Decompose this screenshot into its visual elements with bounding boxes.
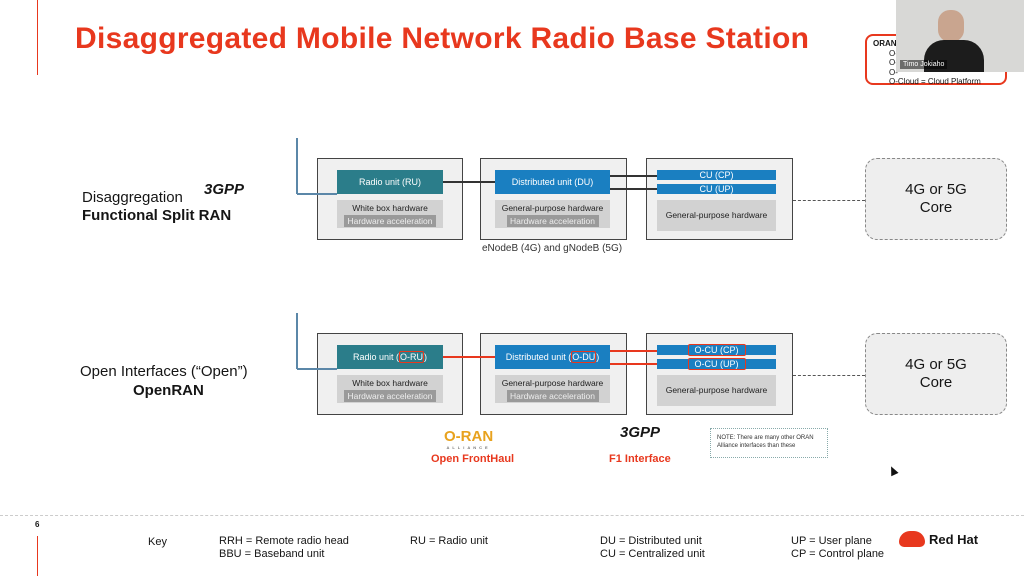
oran-item: O- — [889, 67, 898, 77]
o-cu-control-plane: O-CU (CP) — [657, 344, 776, 356]
unit-label: ) — [424, 352, 428, 362]
unit-label: ) — [596, 352, 600, 362]
du-cu-link — [610, 175, 657, 177]
row1-sublabel: Functional Split RAN — [82, 207, 232, 224]
core-label: 4G or 5G Core — [905, 356, 967, 391]
open-fronthaul-label: Open FrontHaul — [431, 453, 515, 465]
core-link — [793, 375, 865, 376]
hw-label: General-purpose hardware — [501, 203, 604, 213]
key-label: Key — [148, 536, 167, 548]
3gpp-logo: 3GPP — [204, 181, 245, 198]
unit-label: Radio unit ( — [352, 352, 400, 362]
key-item: UP = User plane — [791, 535, 872, 547]
antenna-icon — [296, 138, 298, 194]
o-cu-cp-label: O-CU (CP) — [687, 344, 746, 356]
o-cu-up-label: O-CU (UP) — [687, 358, 746, 370]
core-link — [793, 200, 865, 201]
o-ru-tag: O-RU — [399, 351, 425, 363]
cu-user-plane: CU (UP) — [657, 184, 776, 194]
row2-label: Open Interfaces (“Open”) — [80, 363, 248, 380]
page-title: Disaggregated Mobile Network Radio Base … — [75, 22, 810, 55]
red-hat-brand: Red Hat — [929, 532, 979, 547]
page-number: 6 — [35, 520, 40, 529]
cu-general-purpose-hardware: General-purpose hardware — [657, 375, 776, 406]
mouse-cursor-icon — [887, 464, 899, 477]
oran-logo-text: O-RAN — [444, 428, 494, 445]
key-item: CU = Centralized unit — [600, 547, 705, 560]
f1-interface-label: F1 Interface — [609, 453, 671, 465]
oran-logo-sub: ALLIANCE — [446, 445, 491, 450]
core-network-box: 4G or 5G Core — [865, 158, 1007, 240]
o-du-tag: O-DU — [571, 351, 597, 363]
distributed-unit: Distributed unit (DU) — [495, 170, 610, 194]
o-radio-unit: Radio unit (O-RU) — [337, 345, 443, 369]
key-item: RU = Radio unit — [410, 535, 488, 547]
footer-divider — [0, 515, 1024, 516]
key-item: CP = Control plane — [791, 547, 885, 560]
hardware-acceleration: Hardware acceleration — [344, 390, 436, 402]
antenna-icon — [296, 313, 298, 369]
oran-item: O- — [889, 58, 898, 67]
participant-name: Timo Jokiaho — [900, 60, 948, 69]
red-hat-logo-icon — [899, 531, 925, 547]
accent-line — [37, 0, 38, 75]
oran-heading: ORAN — [873, 39, 897, 48]
key-item: DU = Distributed unit — [600, 535, 702, 547]
radio-unit: Radio unit (RU) — [337, 170, 443, 194]
oran-item: O-Cloud = Cloud Platform — [889, 77, 981, 86]
3gpp-logo: 3GPP — [620, 424, 661, 441]
o-cu-user-plane: O-CU (UP) — [657, 358, 776, 370]
hardware-acceleration: Hardware acceleration — [506, 390, 599, 402]
du-cu-link — [610, 188, 657, 190]
note-box: NOTE: There are many other ORAN Alliance… — [710, 428, 828, 458]
oran-item: O- — [889, 48, 898, 58]
row1-caption: eNodeB (4G) and gNodeB (5G) — [482, 243, 623, 254]
cu-general-purpose-hardware: General-purpose hardware — [657, 200, 776, 231]
hardware-acceleration: Hardware acceleration — [506, 215, 599, 227]
key-item: RRH = Remote radio head — [219, 535, 349, 547]
webcam-video: Timo Jokiaho — [896, 0, 1024, 72]
cu-control-plane: CU (CP) — [657, 170, 776, 180]
person-head — [938, 10, 964, 42]
accent-line — [37, 536, 38, 576]
antenna-link — [297, 368, 337, 370]
key-item: BBU = Baseband unit — [219, 547, 325, 560]
ru-du-link — [443, 181, 495, 183]
key-column: RU = Radio unit — [410, 535, 488, 548]
row2-sublabel: OpenRAN — [133, 382, 204, 399]
row1-label: Disaggregation — [82, 189, 183, 206]
hardware-acceleration: Hardware acceleration — [344, 215, 436, 227]
hw-label: General-purpose hardware — [501, 378, 604, 388]
core-network-box: 4G or 5G Core — [865, 333, 1007, 415]
f1-link — [610, 350, 657, 352]
f1-link — [610, 363, 657, 365]
open-fronthaul-link — [443, 356, 495, 358]
hw-label: White box hardware — [352, 203, 428, 213]
antenna-link — [297, 193, 337, 195]
core-label: 4G or 5G Core — [905, 181, 967, 216]
o-distributed-unit: Distributed unit (O-DU) — [495, 345, 610, 369]
unit-label: Distributed unit ( — [505, 352, 572, 362]
hw-label: White box hardware — [352, 378, 428, 388]
